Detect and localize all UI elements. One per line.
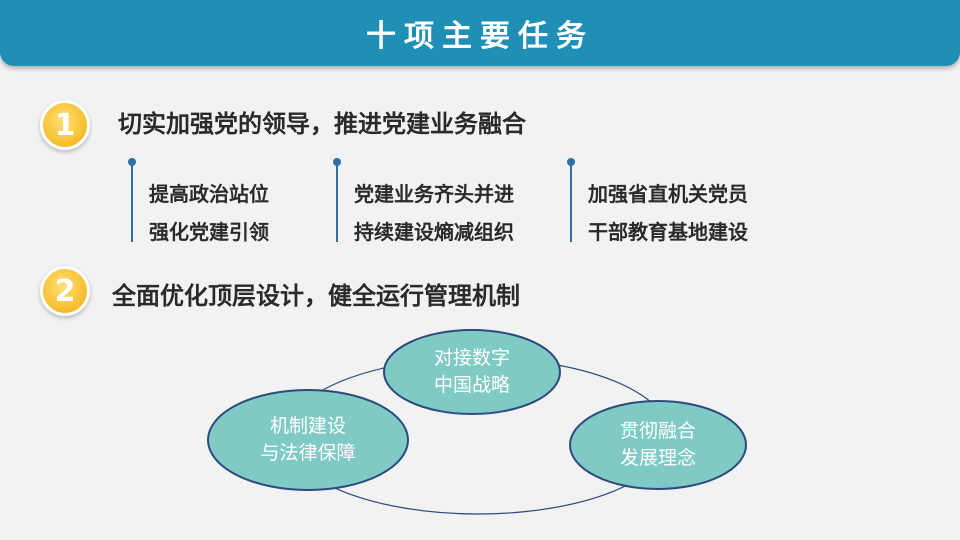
column-1-line-1: 提高政治站位 xyxy=(149,182,269,206)
column-3-line-1: 加强省直机关党员 xyxy=(588,182,748,206)
cycle-node-left-line-1: 机制建设 xyxy=(269,415,346,437)
column-2-line-1: 党建业务齐头并进 xyxy=(354,182,514,206)
column-1-line-2: 强化党建引领 xyxy=(149,220,269,244)
title-bar: 十项主要任务 xyxy=(0,0,960,66)
cycle-node-right-line-1: 贯彻融合 xyxy=(619,420,696,442)
cycle-node-left-line-2: 与法律保障 xyxy=(260,442,356,464)
column-line xyxy=(131,160,133,242)
section-1-heading: 切实加强党的领导，推进党建业务融合 xyxy=(118,110,526,138)
cycle-node-top-line-1: 对接数字 xyxy=(433,347,510,369)
section-1-number-badge: 1 xyxy=(40,100,90,150)
column-line xyxy=(336,160,338,242)
cycle-node-right xyxy=(569,400,747,490)
cycle-node-left xyxy=(207,389,409,491)
section-2-heading: 全面优化顶层设计，健全运行管理机制 xyxy=(112,282,520,310)
column-2-line-2: 持续建设熵减组织 xyxy=(354,220,514,244)
page-title: 十项主要任务 xyxy=(366,19,594,54)
cycle-node-left-label: 机制建设 与法律保障 xyxy=(228,413,388,467)
cycle-node-top-line-2: 中国战略 xyxy=(433,374,510,396)
column-line xyxy=(570,160,572,242)
cycle-node-right-line-2: 发展理念 xyxy=(619,447,696,469)
column-3-line-2: 干部教育基地建设 xyxy=(588,220,748,244)
cycle-node-right-label: 贯彻融合 发展理念 xyxy=(586,418,730,472)
section-2-number-badge: 2 xyxy=(40,266,90,316)
cycle-node-top-label: 对接数字 中国战略 xyxy=(400,345,544,399)
cycle-node-top xyxy=(383,329,561,415)
